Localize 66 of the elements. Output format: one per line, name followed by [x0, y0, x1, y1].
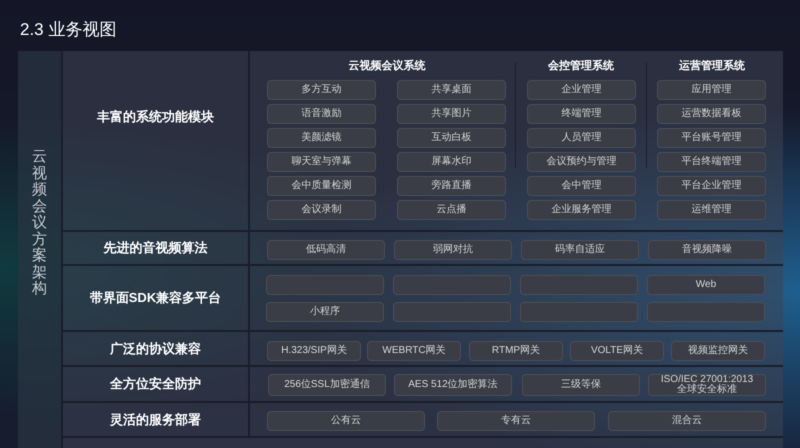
feature-tag: 平台账号管理 [657, 128, 766, 148]
row-header-text: 带界面SDK兼容多平台 [90, 289, 222, 308]
feature-tag: 会中质量检测 [267, 176, 376, 196]
feature-tag: ISO/IEC 27001:2013 全球安全标准 [648, 374, 766, 396]
feature-tag: 公有云 [267, 411, 425, 431]
feature-tag: 人员管理 [527, 128, 636, 148]
feature-tag: RTMP网关 [469, 341, 563, 361]
feature-tag: 256位SSL加密通信 [268, 374, 386, 396]
feature-tag: 屏幕水印 [397, 152, 506, 172]
row-header-cell [63, 266, 250, 332]
feature-tag: 语音激励 [267, 104, 376, 124]
feature-tag: VOLTE网关 [570, 341, 664, 361]
row-header-cell [63, 232, 250, 266]
feature-tag: WEBRTC网关 [367, 341, 461, 361]
feature-tag: 旁路直播 [397, 176, 506, 196]
feature-tag: H.323/SIP网关 [267, 341, 361, 361]
feature-tag: 美颜滤镜 [267, 128, 376, 148]
feature-tag: 企业管理 [527, 80, 636, 100]
feature-tag: 弱网对抗 [394, 240, 512, 260]
feature-tag: 平台终端管理 [657, 152, 766, 172]
feature-tag: 混合云 [608, 411, 766, 431]
feature-tag: 三级等保 [522, 374, 640, 396]
feature-tag: 平台企业管理 [657, 176, 766, 196]
feature-tag: 会议录制 [267, 200, 376, 220]
feature-tag: 小程序 [266, 302, 384, 322]
feature-tag: 云点播 [397, 200, 506, 220]
feature-tag: 应用管理 [657, 80, 766, 100]
row-header-text: 全方位安全防护 [110, 375, 201, 394]
feature-tag: 视频监控网关 [671, 341, 765, 361]
blank-tag [647, 302, 765, 322]
feature-tag: 共享桌面 [397, 80, 506, 100]
blank-tag [520, 302, 638, 322]
group-heading: 运营管理系统 [679, 59, 745, 73]
row-header-text: 先进的音视频算法 [104, 239, 208, 258]
page-title: 2.3 业务视图 [20, 19, 116, 41]
feature-tag: 运营数据看板 [657, 104, 766, 124]
row-header-text: 丰富的系统功能模块 [97, 108, 214, 126]
feature-tag: 终端管理 [527, 104, 636, 124]
feature-tag: AES 512位加密算法 [394, 374, 512, 396]
feature-tag: 互动白板 [397, 128, 506, 148]
feature-tag: 音视频降噪 [648, 240, 766, 260]
row-header-cell [63, 367, 250, 403]
row-header-text: 灵活的服务部署 [110, 410, 201, 429]
group-heading: 会控管理系统 [548, 59, 614, 73]
row-header-cell [63, 403, 250, 438]
row-header-cell [63, 51, 250, 232]
feature-tag: 低码高清 [267, 240, 385, 260]
feature-tag: 会中管理 [527, 176, 636, 196]
blank-tag [393, 302, 511, 322]
feature-tag: 运维管理 [657, 200, 766, 220]
feature-tag: 共享图片 [397, 104, 506, 124]
feature-tag: 聊天室与弹幕 [267, 152, 376, 172]
band-title: 云视频会议方案架构 [32, 149, 47, 298]
feature-tag: 专有云 [437, 411, 595, 431]
blank-tag [393, 275, 511, 295]
row-header-cell [63, 332, 250, 367]
feature-tag: 会议预约与管理 [527, 152, 636, 172]
blank-tag [520, 275, 638, 295]
feature-tag: 多方互动 [267, 80, 376, 100]
side-band [18, 51, 63, 448]
feature-tag: 码率自适应 [521, 240, 639, 260]
feature-tag: 企业服务管理 [527, 200, 636, 220]
group-heading: 云视频会议系统 [348, 59, 426, 73]
blank-tag [266, 275, 384, 295]
feature-tag: Web [647, 275, 765, 295]
row-header-text: 广泛的协议兼容 [110, 340, 201, 358]
